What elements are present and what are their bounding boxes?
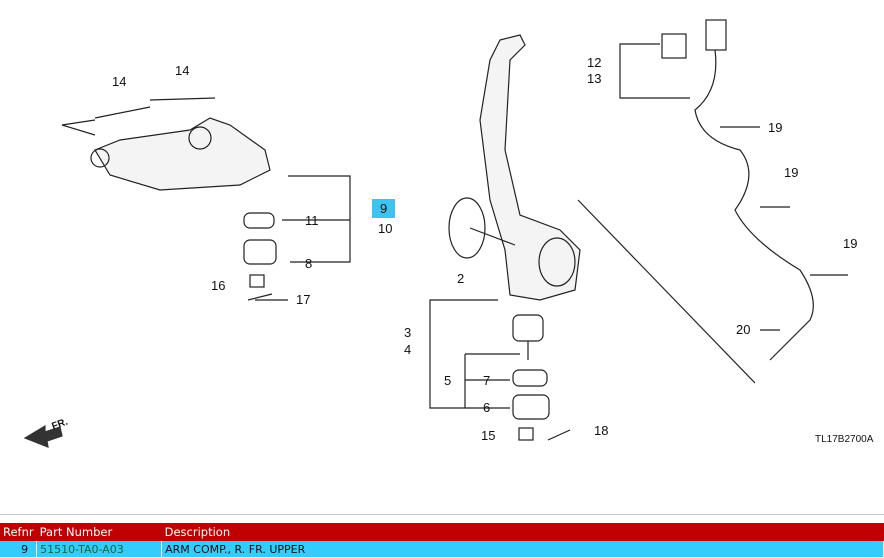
parts-table: Refnr Part Number Description 9 51510-TA… bbox=[0, 523, 884, 557]
header-part-number: Part Number bbox=[36, 523, 162, 541]
knuckle-drawing bbox=[429, 34, 756, 441]
callout-17: 17 bbox=[296, 292, 311, 307]
callout-16: 16 bbox=[211, 278, 226, 293]
callout-9-highlighted[interactable]: 9 bbox=[372, 199, 396, 218]
callout-19: 19 bbox=[768, 120, 783, 135]
sensor-wire-drawing bbox=[619, 19, 848, 361]
callout-5: 5 bbox=[444, 373, 452, 388]
table-row[interactable]: 9 51510-TA0-A03 ARM COMP., R. FR. UPPER bbox=[0, 541, 884, 557]
callout-8: 8 bbox=[305, 256, 313, 271]
callout-4: 4 bbox=[404, 342, 412, 357]
callout-6: 6 bbox=[483, 400, 491, 415]
callout-19: 19 bbox=[784, 165, 799, 180]
upper-arm-drawing bbox=[61, 97, 351, 301]
callout-14: 14 bbox=[112, 74, 127, 89]
divider bbox=[0, 514, 884, 515]
header-description: Description bbox=[161, 523, 884, 541]
callout-12: 12 bbox=[587, 55, 602, 70]
cell-refnr: 9 bbox=[0, 541, 38, 557]
callout-19: 19 bbox=[843, 236, 858, 251]
callout-7: 7 bbox=[483, 373, 491, 388]
header-refnr: Refnr bbox=[0, 523, 37, 541]
callout-10: 10 bbox=[378, 221, 393, 236]
callout-2: 2 bbox=[457, 271, 465, 286]
callout-20: 20 bbox=[736, 322, 751, 337]
table-header: Refnr Part Number Description bbox=[0, 523, 884, 541]
cell-part-number[interactable]: 51510-TA0-A03 bbox=[36, 541, 163, 557]
cell-description: ARM COMP., R. FR. UPPER bbox=[161, 541, 884, 557]
diagram-code: TL17B2700A bbox=[815, 434, 874, 445]
callout-3: 3 bbox=[404, 325, 412, 340]
callout-15: 15 bbox=[481, 428, 496, 443]
parts-diagram bbox=[23, 19, 848, 448]
callout-14: 14 bbox=[175, 63, 190, 78]
callout-13: 13 bbox=[587, 71, 602, 86]
callout-18: 18 bbox=[594, 423, 609, 438]
callout-11: 11 bbox=[305, 213, 319, 228]
front-arrow-icon bbox=[23, 424, 63, 448]
